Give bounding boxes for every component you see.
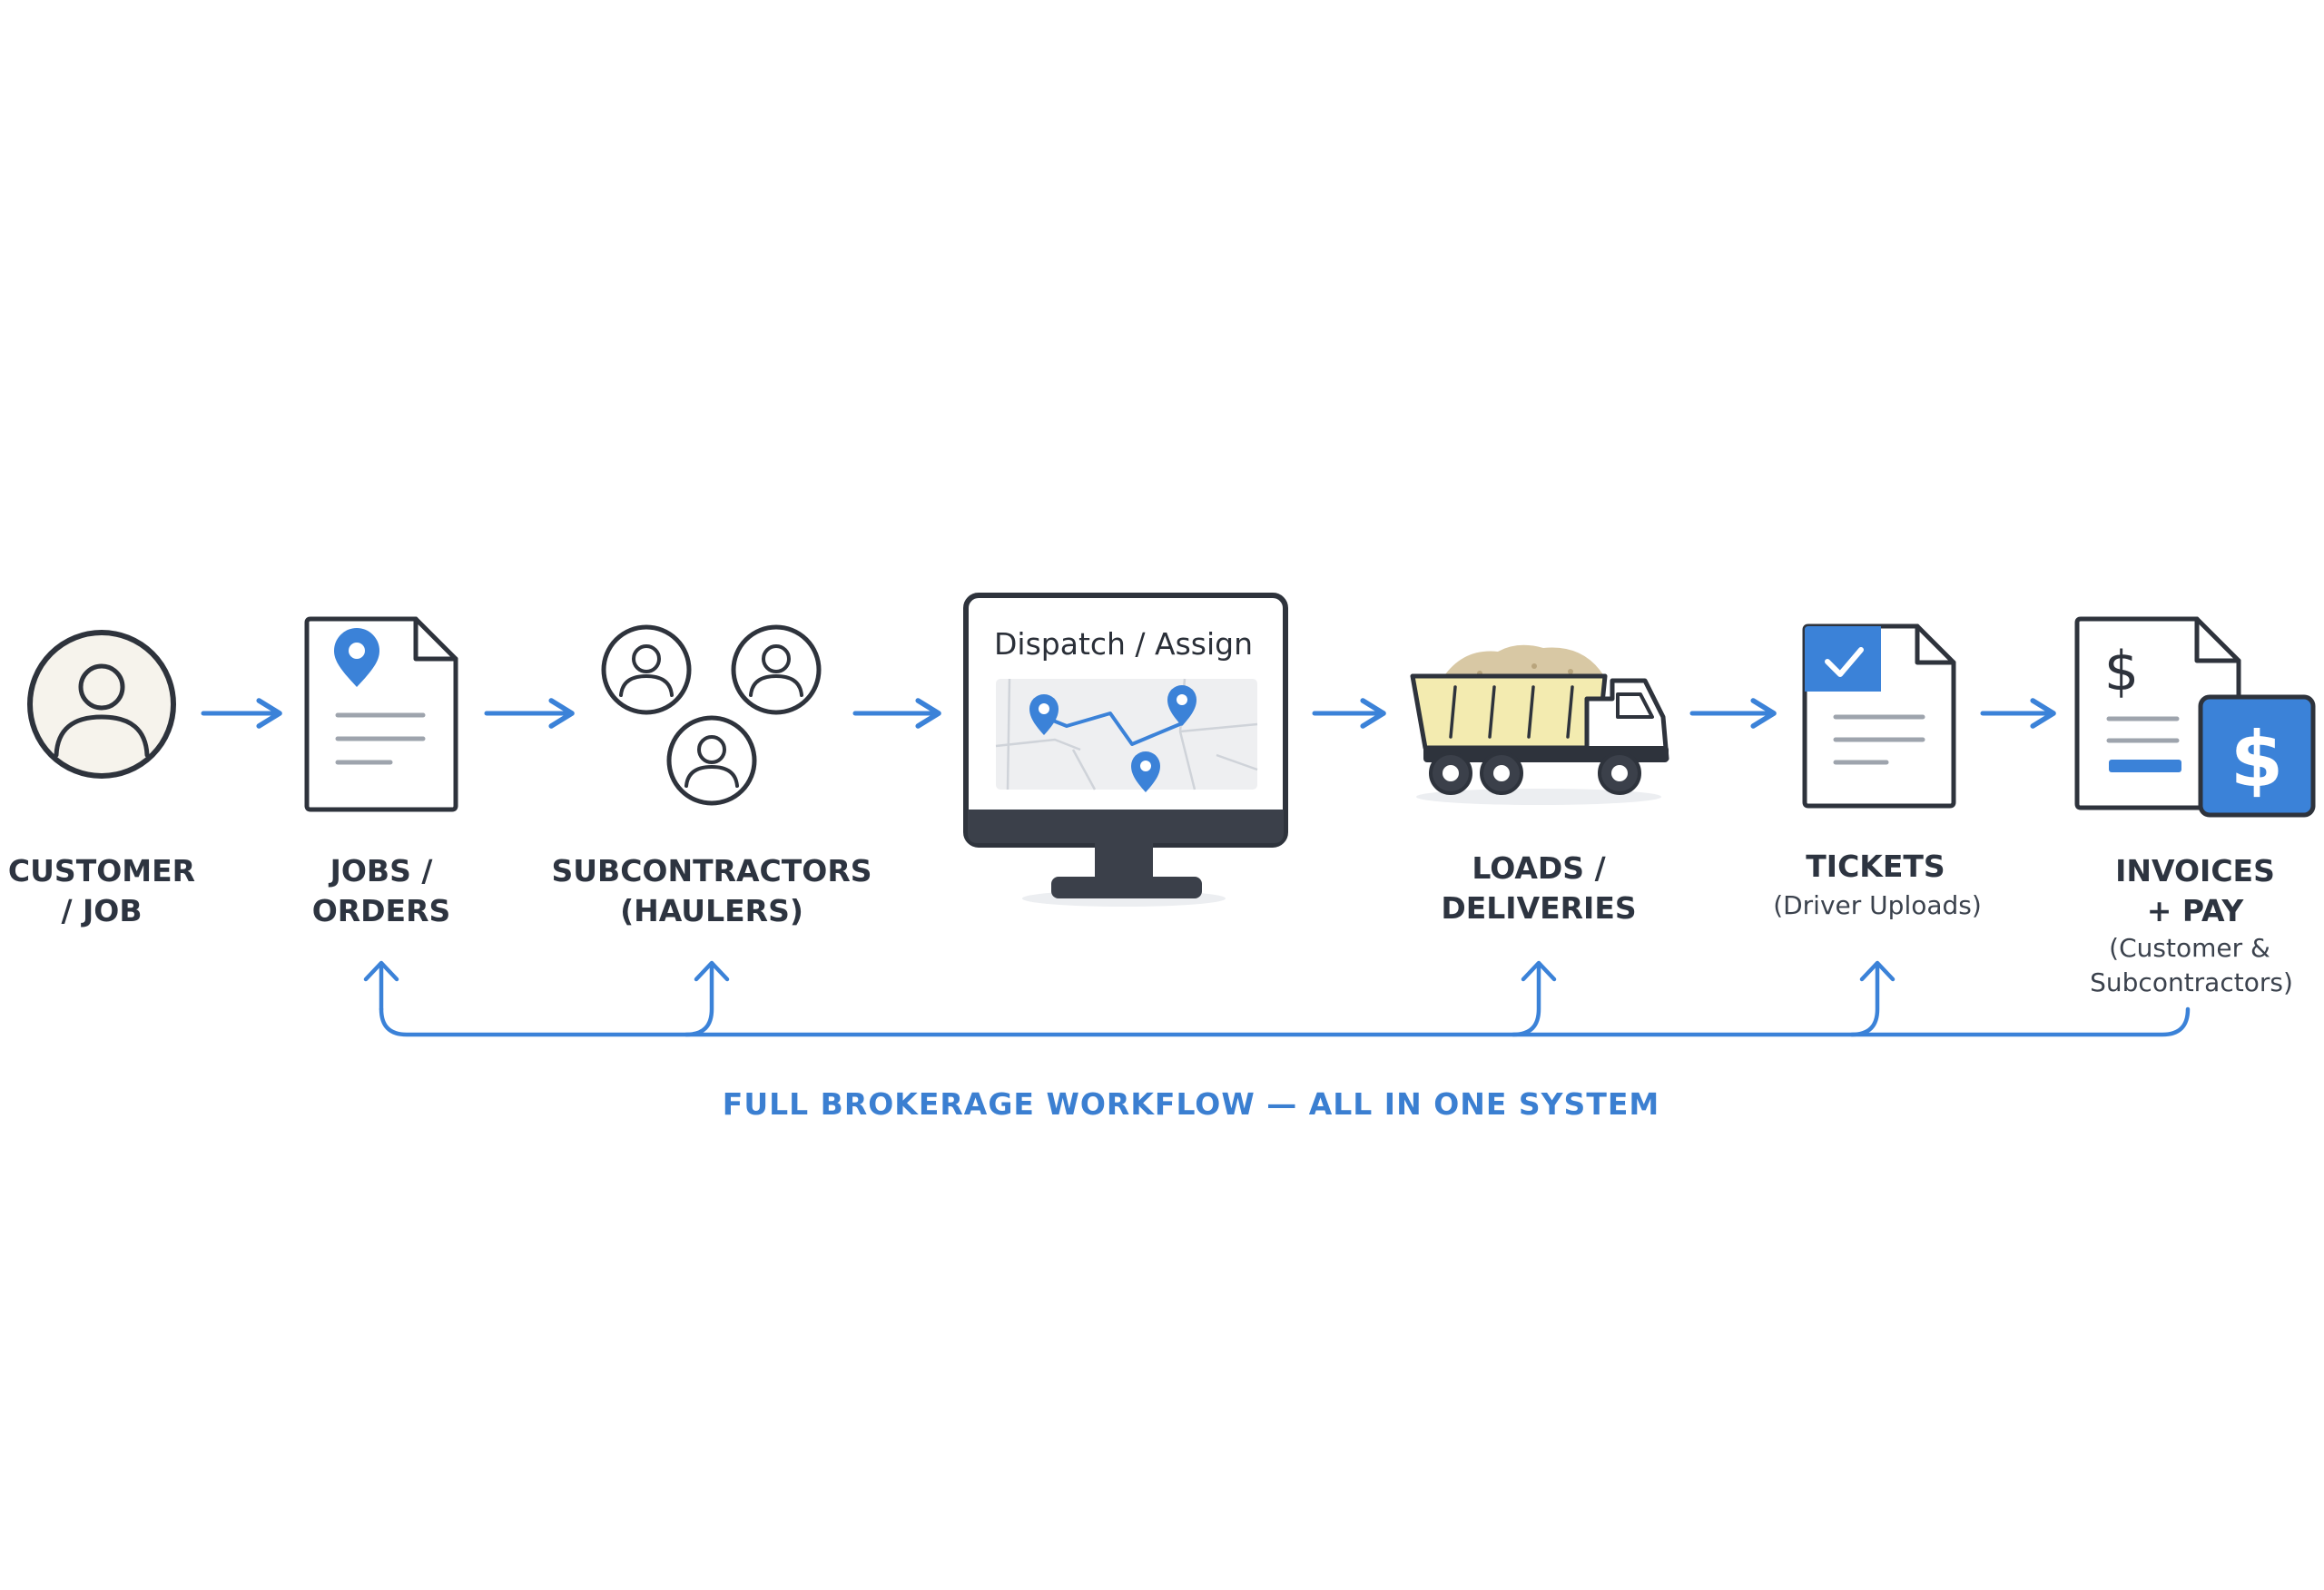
loop-arrowhead	[1521, 960, 1557, 982]
loop-arrowhead	[1859, 960, 1896, 982]
map-pin-icon	[1131, 751, 1160, 792]
monitor-map-icon: Dispatch / Assign	[963, 593, 1288, 907]
map-pin-icon	[1029, 694, 1059, 735]
dollar-sign-small: $	[2104, 640, 2139, 703]
step-loads-deliveries: LOADS / DELIVERIES	[1410, 644, 1669, 926]
dump-truck-icon	[1410, 644, 1669, 805]
hauler-avatar-icon	[666, 715, 757, 806]
footer-caption: FULL BROKERAGE WORKFLOW — ALL IN ONE SYS…	[723, 1086, 1659, 1122]
dollar-sign-large: $	[2230, 715, 2283, 804]
screen-title: Dispatch / Assign	[994, 626, 1253, 662]
step-label-line1: INVOICES	[2115, 853, 2275, 888]
invoice-dollar-icon: $ $	[2074, 616, 2316, 818]
step-sublabel: (Customer &	[2109, 933, 2270, 963]
step-subcontractors: SUBCONTRACTORS (HAULERS)	[551, 624, 872, 928]
loop-line	[379, 1006, 2191, 1037]
loop-branch	[684, 963, 714, 1037]
step-label-line2: DELIVERIES	[1441, 890, 1636, 926]
hauler-avatar-icon	[731, 624, 822, 715]
person-icon	[27, 630, 176, 779]
step-label-line1: SUBCONTRACTORS	[551, 853, 872, 888]
step-invoices-pay: $ $ INVOICES + PAY (Customer & Subcontra…	[2074, 616, 2316, 997]
loop-branch	[1511, 963, 1541, 1037]
step-label-line2: (HAULERS)	[620, 893, 803, 928]
step-label-line2: ORDERS	[312, 893, 451, 928]
feedback-loop	[363, 960, 2191, 1037]
ticket-check-icon	[1802, 623, 1956, 809]
step-label-line1: LOADS /	[1472, 850, 1606, 886]
people-group-icon	[601, 624, 822, 806]
step-label-line1: JOBS /	[329, 853, 434, 888]
step-tickets: TICKETS (Driver Uploads)	[1773, 623, 1982, 920]
step-jobs-orders: JOBS / ORDERS	[304, 616, 458, 928]
step-customer: CUSTOMER / JOB	[8, 630, 195, 928]
loop-branch	[1849, 963, 1880, 1037]
step-sublabel: (Driver Uploads)	[1773, 890, 1982, 920]
map-pin-icon	[1167, 685, 1196, 726]
step-sublabel: Subcontractors)	[2090, 967, 2293, 997]
loop-arrowhead	[363, 960, 399, 982]
step-label-line2: + PAY	[2147, 893, 2245, 928]
loop-arrowhead	[694, 960, 730, 982]
step-label-line2: / JOB	[61, 893, 142, 928]
step-dispatch: Dispatch / Assign	[963, 593, 1288, 907]
document-location-icon	[304, 616, 458, 812]
step-label-line1: TICKETS	[1806, 849, 1945, 884]
step-label-line1: CUSTOMER	[8, 853, 195, 888]
hauler-avatar-icon	[601, 624, 692, 715]
